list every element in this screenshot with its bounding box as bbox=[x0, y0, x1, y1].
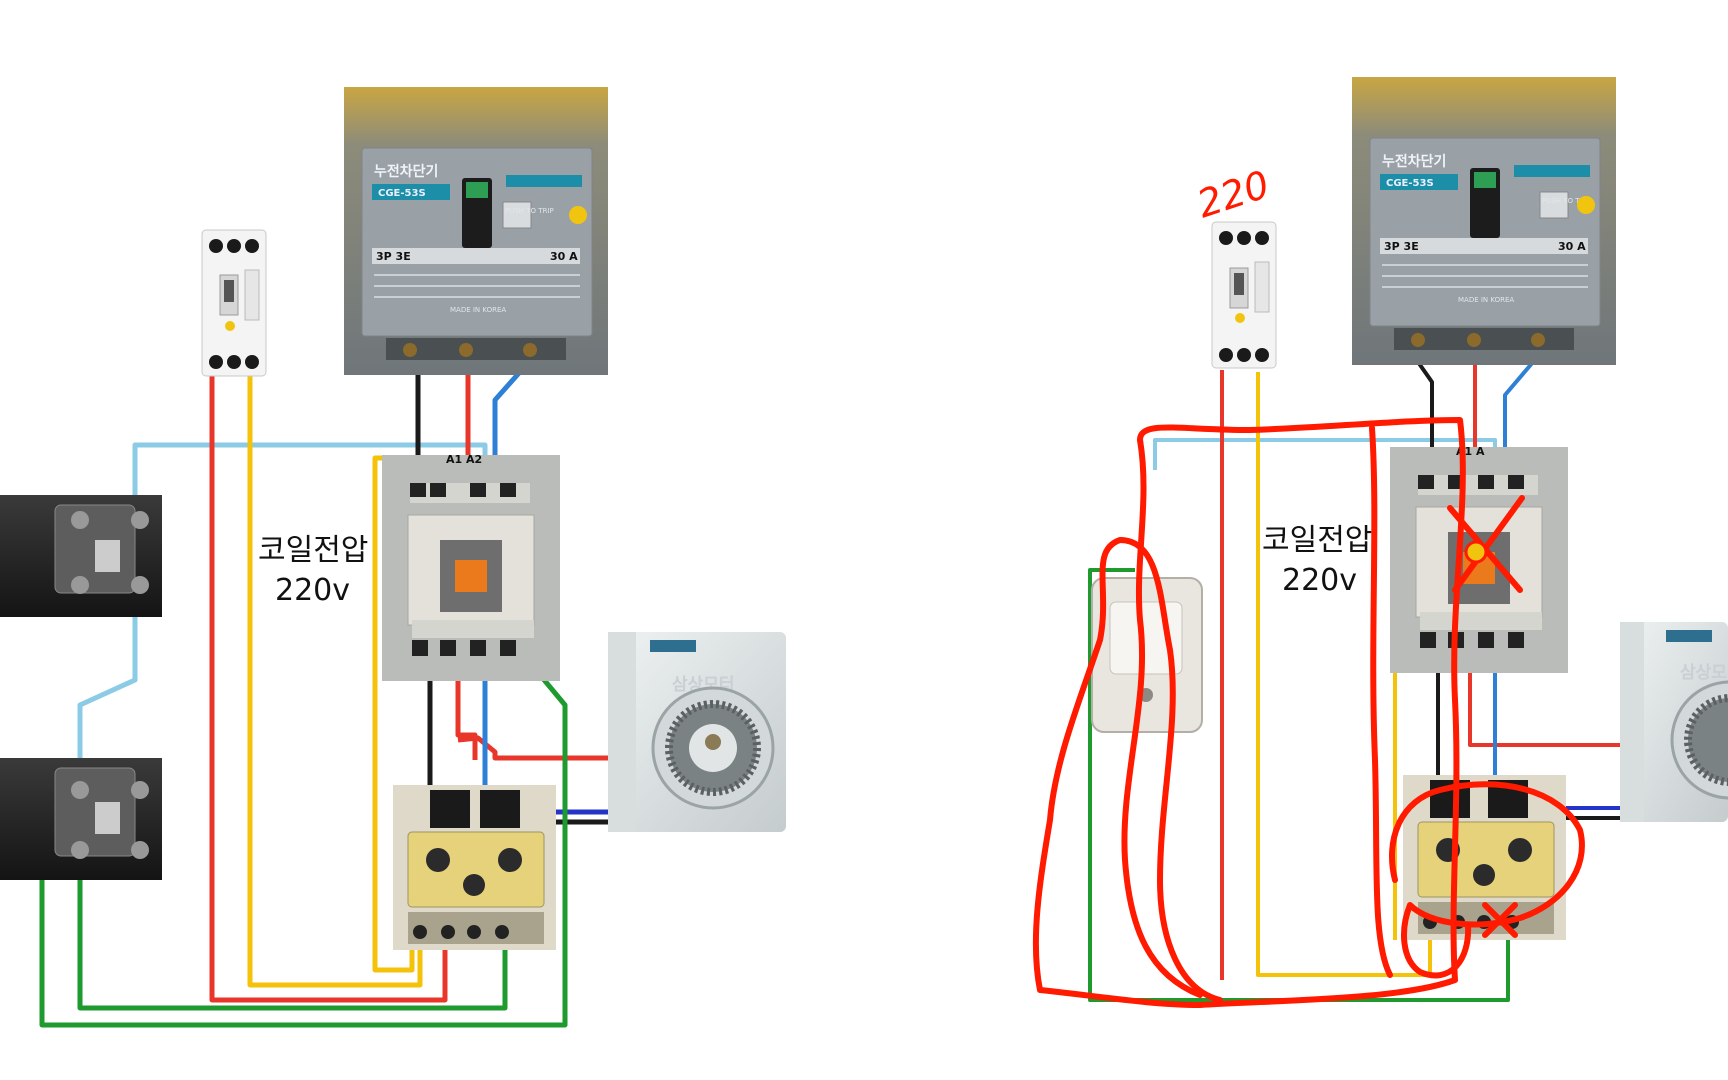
main-breaker-model: CGE-53S bbox=[378, 188, 426, 199]
contactor-coil-terminals: A1 A2 bbox=[446, 453, 482, 466]
main-breaker: 누전차단기 CGE-53S PUSH TO TRIP 3P 3E 30 A MA… bbox=[1352, 77, 1616, 365]
markup-loop-left bbox=[1032, 417, 1466, 1008]
three-phase-motor: 삼상모 bbox=[1620, 622, 1728, 822]
switch-box-upper bbox=[0, 495, 162, 617]
right-diagram: 누전차단기 CGE-53S PUSH TO TRIP 3P 3E 30 A MA… bbox=[1032, 77, 1728, 1008]
small-breaker bbox=[1211, 221, 1277, 369]
coil-voltage-value: 220v bbox=[1282, 563, 1357, 598]
markup-cross-2 bbox=[1452, 495, 1525, 593]
handwritten-voltage: 220 bbox=[1192, 162, 1275, 226]
small-breaker bbox=[201, 229, 267, 377]
coil-voltage-label: 코일전압 bbox=[258, 533, 368, 568]
wire-red-load bbox=[455, 660, 478, 760]
main-breaker: 누전차단기 CGE-53S PUSH TO TRIP 3P 3E 30 A MA… bbox=[344, 87, 608, 375]
three-phase-motor: 삼상모터 bbox=[608, 632, 786, 832]
wire-red-motor bbox=[457, 735, 630, 761]
motor-label: 삼상모 bbox=[1680, 663, 1727, 683]
main-breaker-model: CGE-53S bbox=[1386, 178, 1434, 189]
wire-yellow-supply bbox=[1256, 372, 1432, 977]
markup-vertical-right bbox=[1369, 425, 1393, 978]
switch-box-lower bbox=[0, 758, 162, 880]
main-breaker-current: 30 A bbox=[550, 250, 578, 263]
left-diagram: 누전차단기 CGE-53S PUSH TO TRIP 3P 3E 30 A MA… bbox=[0, 87, 786, 1028]
main-breaker-pole: 3P 3E bbox=[376, 250, 411, 263]
main-breaker-pole: 3P 3E bbox=[1384, 240, 1419, 253]
wire-black-line bbox=[1416, 360, 1434, 475]
hand-markup bbox=[1032, 417, 1585, 1008]
main-breaker-name: 누전차단기 bbox=[1382, 153, 1446, 170]
markup-dot bbox=[1464, 540, 1488, 564]
main-breaker-trip-button: PUSH TO TRIP bbox=[1542, 197, 1591, 205]
main-breaker-trip-button: PUSH TO TRIP bbox=[505, 207, 554, 215]
overload-relay bbox=[393, 785, 556, 950]
wire-lightblue-mid bbox=[77, 615, 138, 790]
coil-voltage-label: 코일전압 bbox=[1262, 523, 1372, 558]
wall-switch bbox=[1091, 577, 1203, 733]
coil-voltage-value: 220v bbox=[275, 573, 350, 608]
magnetic-contactor: A1 A2 bbox=[382, 453, 560, 681]
wire-red-load bbox=[1468, 655, 1640, 747]
markup-loop-relay bbox=[1389, 781, 1585, 979]
wire-yellow-supply bbox=[247, 372, 423, 988]
markup-x-relay bbox=[1482, 902, 1518, 938]
wire-green-bottom bbox=[77, 860, 508, 1011]
main-breaker-origin: MADE IN KOREA bbox=[450, 306, 506, 314]
main-breaker-origin: MADE IN KOREA bbox=[1458, 296, 1514, 304]
main-breaker-name: 누전차단기 bbox=[374, 163, 438, 180]
main-breaker-current: 30 A bbox=[1558, 240, 1586, 253]
markup-loop-inner bbox=[1121, 437, 1203, 998]
wire-red-supply bbox=[209, 372, 448, 1003]
